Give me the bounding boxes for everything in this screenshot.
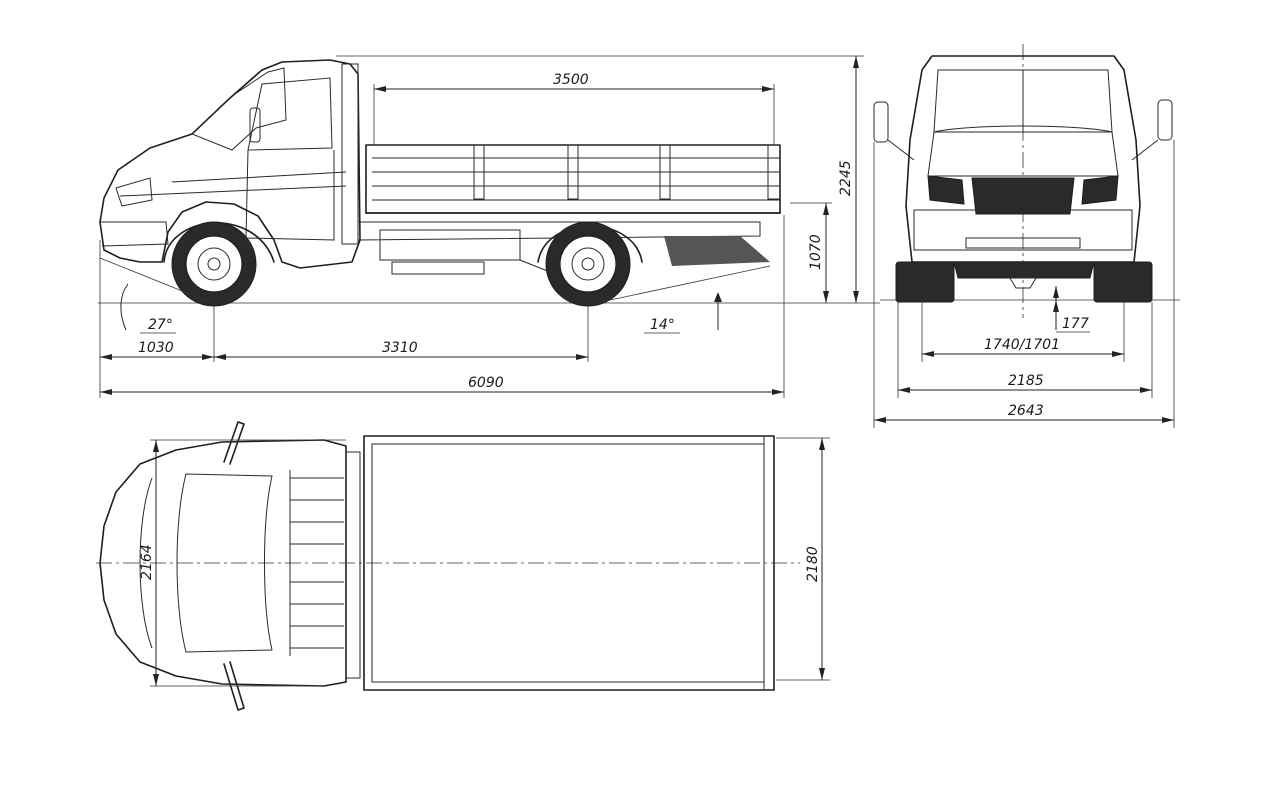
cargo-length-label: 3500 xyxy=(553,72,589,88)
top-right-mirror xyxy=(223,661,245,711)
approach-angle-label: 27° xyxy=(148,317,173,333)
top-view: 2164 2180 xyxy=(96,421,830,711)
front-left-tire xyxy=(895,261,955,303)
side-cargo-body xyxy=(365,144,781,214)
front-grille xyxy=(971,177,1075,215)
rear-mudflap xyxy=(664,236,770,266)
cab-width-label: 2164 xyxy=(139,544,155,580)
right-mirror xyxy=(1157,99,1173,141)
front-overhang-label: 1030 xyxy=(138,340,174,356)
top-cab-outline xyxy=(99,439,347,687)
left-headlight xyxy=(927,175,965,205)
rear-wheel xyxy=(545,221,631,307)
wheelbase-label: 3310 xyxy=(382,340,418,356)
side-view: 27° 14° 3500 2245 1070 xyxy=(98,55,880,398)
mirror-width-label: 2643 xyxy=(1008,403,1044,419)
front-right-tire xyxy=(1093,261,1153,303)
departure-angle-label: 14° xyxy=(650,317,675,333)
top-cargo-body xyxy=(363,435,775,691)
front-view: 177 1740/1701 2185 2643 xyxy=(873,44,1180,428)
platform-height-label: 1070 xyxy=(808,234,824,270)
left-mirror xyxy=(873,101,889,143)
body-width-label: 2185 xyxy=(1008,373,1044,389)
top-left-mirror xyxy=(223,421,245,465)
overall-height-label: 2245 xyxy=(838,160,854,196)
overall-length-label: 6090 xyxy=(468,375,504,391)
right-headlight xyxy=(1081,175,1119,205)
ground-clearance-label: 177 xyxy=(1062,316,1089,332)
cargo-width-label: 2180 xyxy=(805,546,821,582)
track-width-label: 1740/1701 xyxy=(984,337,1060,353)
front-wheel xyxy=(171,221,257,307)
